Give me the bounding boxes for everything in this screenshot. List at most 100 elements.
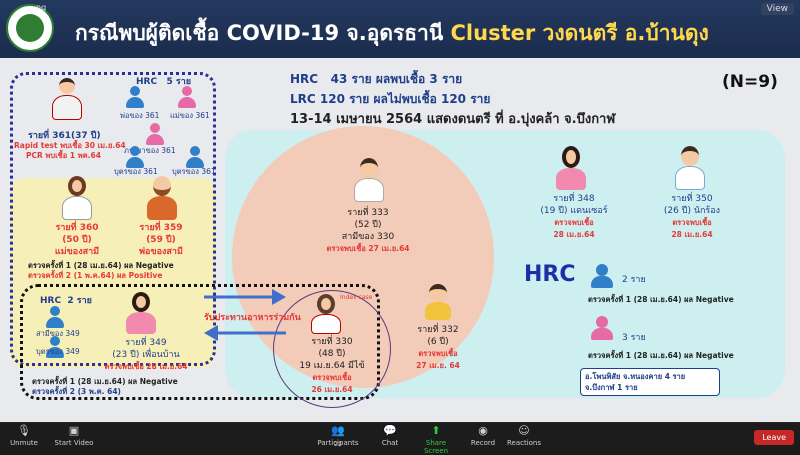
case-359-name: รายที่ 359: [139, 223, 183, 233]
title-main: กรณีพบผู้ติดเชื้อ COVID-19 จ.อุดรธานี: [75, 21, 444, 45]
case-349-found: ตรวจพบเชื้อ 28 เม.ย.64: [104, 362, 188, 371]
case-349-age: (23 ปี) เพื่อนบ้าน: [112, 350, 180, 360]
case-350-info: รายที่ 350 (26 ปี) นักร้อง ตรวจพบเชื้อ 2…: [644, 193, 740, 241]
start-video-label: Start Video: [54, 439, 94, 447]
video-camera-icon: ▣: [68, 424, 80, 437]
case-360-info: รายที่ 360 (50 ปี) แม่ของสามี: [40, 222, 114, 258]
dotted-test-2: ตรวจครั้งที่ 2 (3 พ.ค. 64): [32, 387, 121, 396]
case-361-avatar: [50, 78, 84, 120]
share-screen-label: Share Screen: [423, 439, 449, 455]
reactions-button[interactable]: ☺ Reactions: [506, 424, 542, 448]
contact-child-label: บุตรของ 349: [36, 347, 80, 356]
chat-button[interactable]: 💬 Chat: [376, 424, 404, 448]
case-359-avatar: [145, 176, 179, 220]
case-330-info: รายที่ 330 (48 ปี) 19 เม.ย.64 มีไข้ ตรวจ…: [280, 336, 384, 396]
dotted-test-1: ตรวจครั้งที่ 1 (28 เม.ย.64) ผล Negative: [32, 377, 178, 386]
share-screen-icon: ⬆: [431, 424, 441, 437]
start-video-button[interactable]: ▣ Start Video: [52, 424, 96, 448]
case-330-age: (48 ปี): [318, 349, 346, 359]
case-330-avatar: [310, 294, 342, 334]
hrc-left-label: HRC 5 ราย: [136, 77, 192, 87]
share-screen-button[interactable]: ⬆ Share Screen: [414, 425, 458, 455]
case-360-age: (50 ปี): [62, 235, 92, 245]
wife-361-icon: [144, 123, 166, 145]
view-options-button[interactable]: View: [760, 3, 794, 15]
shared-meal-label: รับประทานอาหารร่วมกัน: [204, 313, 301, 323]
male-contacts-icon: [590, 264, 614, 288]
record-button[interactable]: ◉Record: [468, 424, 498, 448]
case-349-avatar: [125, 292, 157, 334]
participants-count: 22: [334, 441, 342, 448]
case-348-age: (19 ปี) แดนเซอร์: [540, 206, 608, 216]
microphone-muted-icon: 🎙: [17, 424, 31, 437]
case-348-found-date: 28 เม.ย.64: [553, 230, 595, 239]
case-348-found-label: ตรวจพบเชื้อ: [554, 218, 594, 227]
case-332-info: รายที่ 332 (6 ปี) ตรวจพบเชื้อ 27 เม.ย. 6…: [400, 324, 476, 372]
yellow-box: [10, 178, 216, 368]
presentation-slide: ng View กรณีพบผู้ติดเชื้อ COVID-19 จ.อุด…: [0, 0, 800, 422]
case-333-age: (52 ปี): [354, 220, 382, 230]
case-350-found-label: ตรวจพบเชื้อ: [672, 218, 712, 227]
case-333-found: ตรวจพบเชื้อ 27 เม.ย.64: [326, 244, 410, 253]
location-note-2: จ.บึงกาฬ 1 ราย: [585, 383, 638, 392]
case-350-found-date: 28 เม.ย.64: [671, 230, 713, 239]
case-333-info: รายที่ 333 (52 ปี) สามีของ 330 ตรวจพบเชื…: [318, 207, 418, 255]
case-360-name: รายที่ 360: [55, 223, 99, 233]
index-case-label: Index case: [340, 294, 373, 301]
case-332-name: รายที่ 332: [417, 325, 459, 335]
father-361-icon: [124, 86, 146, 108]
lrc-summary: LRC 120 ราย ผลไม่พบเชื้อ 120 ราย: [290, 92, 491, 106]
smiley-icon: ☺: [518, 424, 530, 437]
case-359-age: (59 ปี): [146, 235, 176, 245]
case-332-age: (6 ปี): [427, 337, 449, 347]
case-330-name: รายที่ 330: [311, 337, 353, 347]
participants-label: Participants: [317, 439, 359, 447]
location-note-1: อ.โพนพิสัย จ.หนองคาย 4 ราย: [585, 372, 686, 381]
chat-label: Chat: [381, 439, 399, 447]
child-349-icon: [44, 336, 64, 358]
yellow-test-2: ตรวจครั้งที่ 2 (1 พ.ค.64) ผล Positive: [28, 271, 163, 280]
male-contacts-count: 2 ราย: [622, 275, 646, 285]
case-348-avatar: [554, 146, 588, 190]
record-icon: ◉: [478, 424, 488, 437]
location-note-box: อ.โพนพิสัย จ.หนองคาย 4 ราย จ.บึงกาฬ 1 รา…: [580, 368, 720, 396]
female-contacts-count: 3 ราย: [622, 333, 646, 343]
unmute-label: Unmute: [10, 439, 38, 447]
family-child-label-b: บุตรของ 361: [172, 167, 216, 176]
hrc-summary: HRC 43 ราย ผลพบเชื้อ 3 ราย: [290, 72, 463, 86]
case-333-avatar: [352, 158, 386, 202]
hrc-349-label: HRC 2 ราย: [40, 296, 92, 306]
case-330-found-label: ตรวจพบเชื้อ: [312, 373, 352, 382]
yellow-test-1: ตรวจครั้งที่ 1 (28 เม.ย.64) ผล Negative: [28, 261, 174, 270]
case-349-info: รายที่ 349 (23 ปี) เพื่อนบ้าน ตรวจพบเชื้…: [86, 337, 206, 373]
small-label: ng: [36, 3, 47, 12]
family-child-label-a: บุตรของ 361: [114, 167, 158, 176]
case-360-role: แม่ของสามี: [54, 247, 100, 257]
contact-husband-label: สามีของ 349: [36, 329, 80, 338]
case-361-pcr: PCR พบเชื้อ 1 พค.64: [26, 151, 101, 160]
unmute-button[interactable]: 🎙 Unmute: [8, 424, 40, 448]
chat-bubble-icon: 💬: [383, 424, 397, 437]
title-cluster: Cluster วงดนตรี อ.บ้านดุง: [450, 21, 709, 45]
case-333-role: สามีของ 330: [341, 232, 395, 242]
female-contacts-icon: [590, 316, 614, 340]
case-332-found-date: 27 เม.ย. 64: [416, 361, 460, 370]
case-350-age: (26 ปี) นักร้อง: [663, 206, 721, 216]
child-361-icon-b: [184, 146, 206, 168]
case-348-name: รายที่ 348: [553, 194, 595, 204]
event-date: 13-14 เมษายน 2564 แสดงดนตรี ที่ อ.บุ่งคล…: [290, 112, 616, 127]
hrc-big-label: HRC: [524, 262, 576, 287]
ministry-logo: [6, 4, 54, 52]
case-360-avatar: [60, 176, 94, 220]
case-359-role: พ่อของสามี: [139, 247, 183, 257]
index-circle-outline: [273, 290, 391, 408]
family-wife-label: ภรรยาของ 361: [124, 146, 176, 155]
leave-button[interactable]: Leave: [754, 430, 794, 445]
child-361-icon-a: [124, 146, 146, 168]
slide-title: กรณีพบผู้ติดเชื้อ COVID-19 จ.อุดรธานี Cl…: [75, 17, 709, 50]
case-330-found-date: 26 เม.ย.64: [311, 385, 353, 394]
case-361-name: รายที่ 361(37 ปี): [28, 131, 101, 141]
case-348-info: รายที่ 348 (19 ปี) แดนเซอร์ ตรวจพบเชื้อ …: [524, 193, 624, 241]
reactions-label: Reactions: [506, 439, 542, 447]
